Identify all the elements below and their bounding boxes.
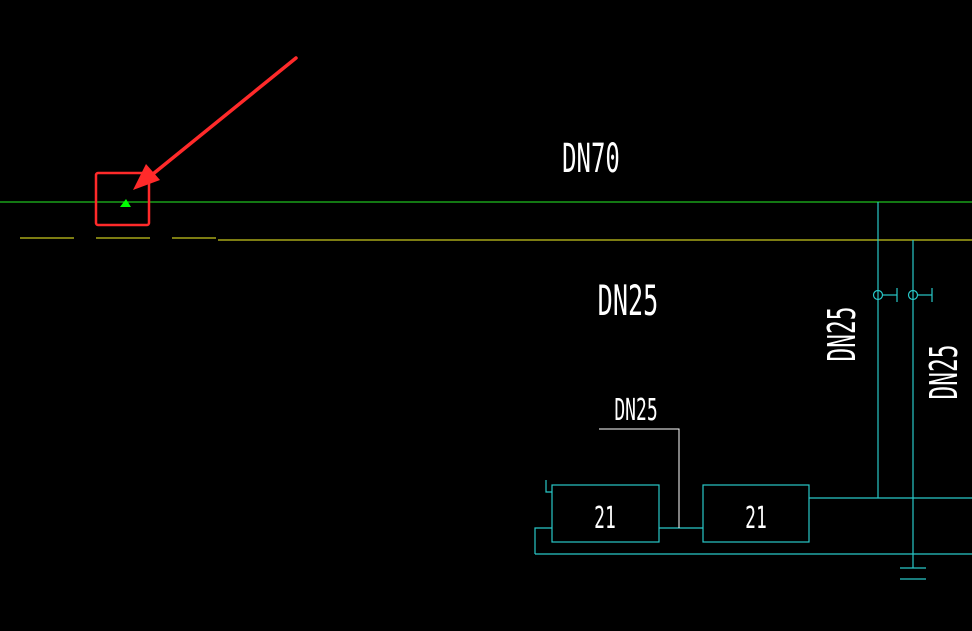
branch-riser-2-label: DN25 [923,345,967,400]
valve-icon [872,288,898,302]
leader-line [599,428,680,528]
triangle-marker-icon[interactable] [120,199,131,207]
annotation-arrow-icon [133,56,298,190]
fixture-label-2: 21 [745,500,767,535]
secondary-pipe-line [20,237,972,241]
fixture-box-1 [551,484,660,543]
fixture-connection-lines [534,480,972,555]
leader-pipe-label: DN25 [614,392,657,427]
secondary-pipe-label: DN25 [598,277,659,326]
fixture-label-1: 21 [594,500,616,535]
main-pipe-label: DN70 [562,134,620,181]
fixture-box-2 [702,484,810,543]
branch-riser-1-label: DN25 [821,307,865,362]
annotation-highlight-box [94,171,151,227]
valve-icon [907,288,933,302]
end-cap-icon [900,567,926,580]
